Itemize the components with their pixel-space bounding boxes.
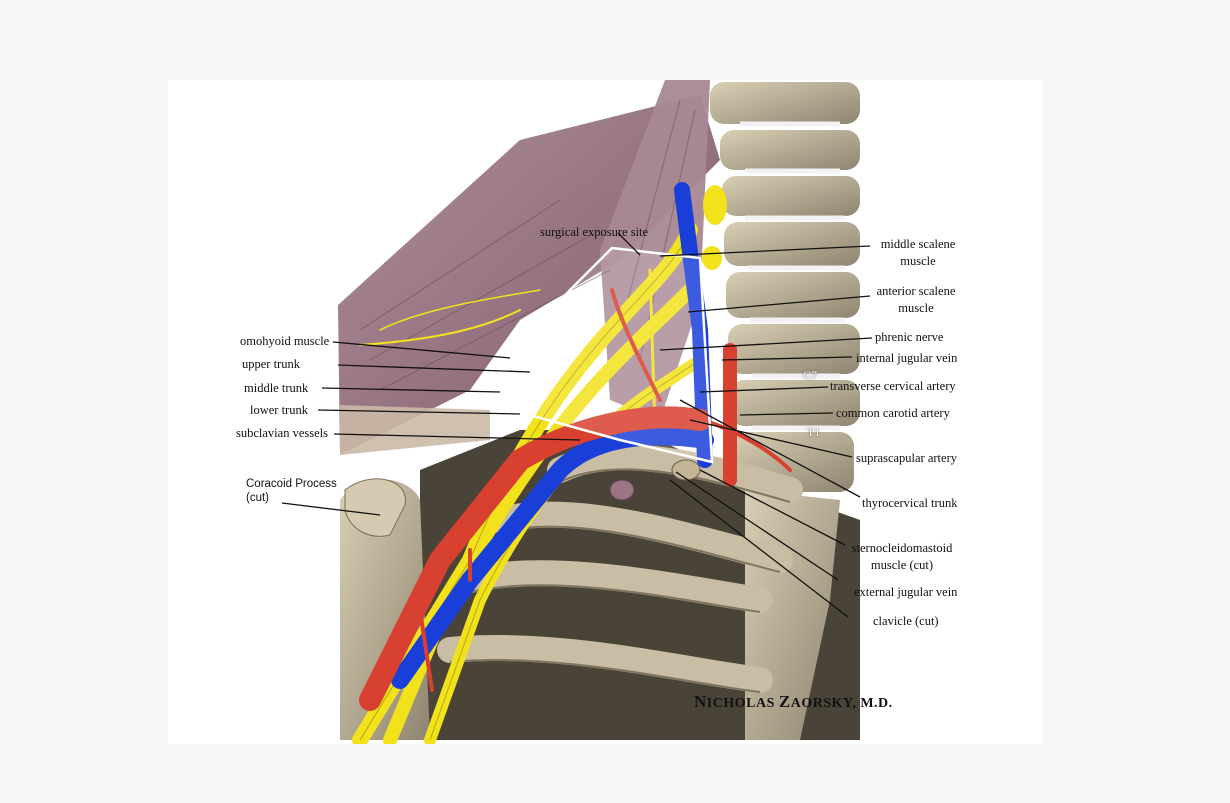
- leader-lines: [281, 232, 873, 618]
- coracoid-process: [344, 478, 406, 537]
- signature-first-initial: N: [694, 692, 707, 711]
- label-coracoid-process: Coracoid Process (cut): [246, 477, 337, 505]
- label-clavicle-cut: clavicle (cut): [873, 614, 939, 628]
- label-anterior-scalene-line2: muscle: [898, 301, 934, 315]
- label-subclavian-vessels: subclavian vessels: [236, 426, 328, 440]
- label-internal-jugular-vein: internal jugular vein: [856, 351, 958, 365]
- label-upper-trunk: upper trunk: [242, 357, 300, 371]
- label-thyrocervical-trunk: thyrocervical trunk: [862, 496, 958, 510]
- label-omohyoid-muscle: omohyoid muscle: [240, 334, 330, 348]
- label-lower-trunk: lower trunk: [250, 403, 308, 417]
- signature-first-rest: ICHOLAS: [706, 696, 775, 711]
- label-coracoid-line1: Coracoid Process: [246, 478, 337, 490]
- label-phrenic-nerve: phrenic nerve: [875, 330, 944, 344]
- label-middle-scalene-muscle: middle scalene muscle: [866, 237, 970, 269]
- signature-last-rest: AORSKY, M.D.: [790, 696, 893, 711]
- label-common-carotid-artery: common carotid artery: [836, 406, 950, 420]
- label-middle-trunk: middle trunk: [244, 381, 309, 395]
- label-anterior-scalene-line1: anterior scalene: [876, 284, 956, 298]
- clavicle-bone: [340, 405, 490, 455]
- label-anterior-scalene-muscle: anterior scalene muscle: [862, 284, 970, 316]
- label-middle-scalene-line2: muscle: [900, 254, 936, 268]
- surgical-exposure-window: [472, 246, 714, 464]
- trapezius-muscle: [338, 95, 720, 455]
- arteries: [359, 288, 792, 711]
- label-t1: T1: [807, 425, 821, 439]
- label-middle-scalene-line1: middle scalene: [880, 237, 956, 251]
- artist-signature: NICHOLAS ZAORSKY, M.D.: [694, 692, 893, 712]
- signature-last-initial: Z: [778, 692, 791, 711]
- label-scm-line1: sternocleidomastoid: [851, 541, 953, 555]
- label-sternocleidomastoid-muscle: sternocleidomastoid muscle (cut): [842, 541, 962, 573]
- label-coracoid-line2: (cut): [246, 492, 269, 504]
- label-scm-line2: muscle (cut): [870, 558, 934, 572]
- muscle-fibers: [359, 99, 696, 391]
- label-external-jugular-vein: external jugular vein: [854, 585, 958, 599]
- label-transverse-cervical-artery: transverse cervical artery: [830, 379, 956, 393]
- label-suprascapular-artery: suprascapular artery: [856, 451, 957, 465]
- label-c7: C7: [803, 368, 818, 382]
- label-surgical-exposure-site: surgical exposure site: [540, 225, 649, 239]
